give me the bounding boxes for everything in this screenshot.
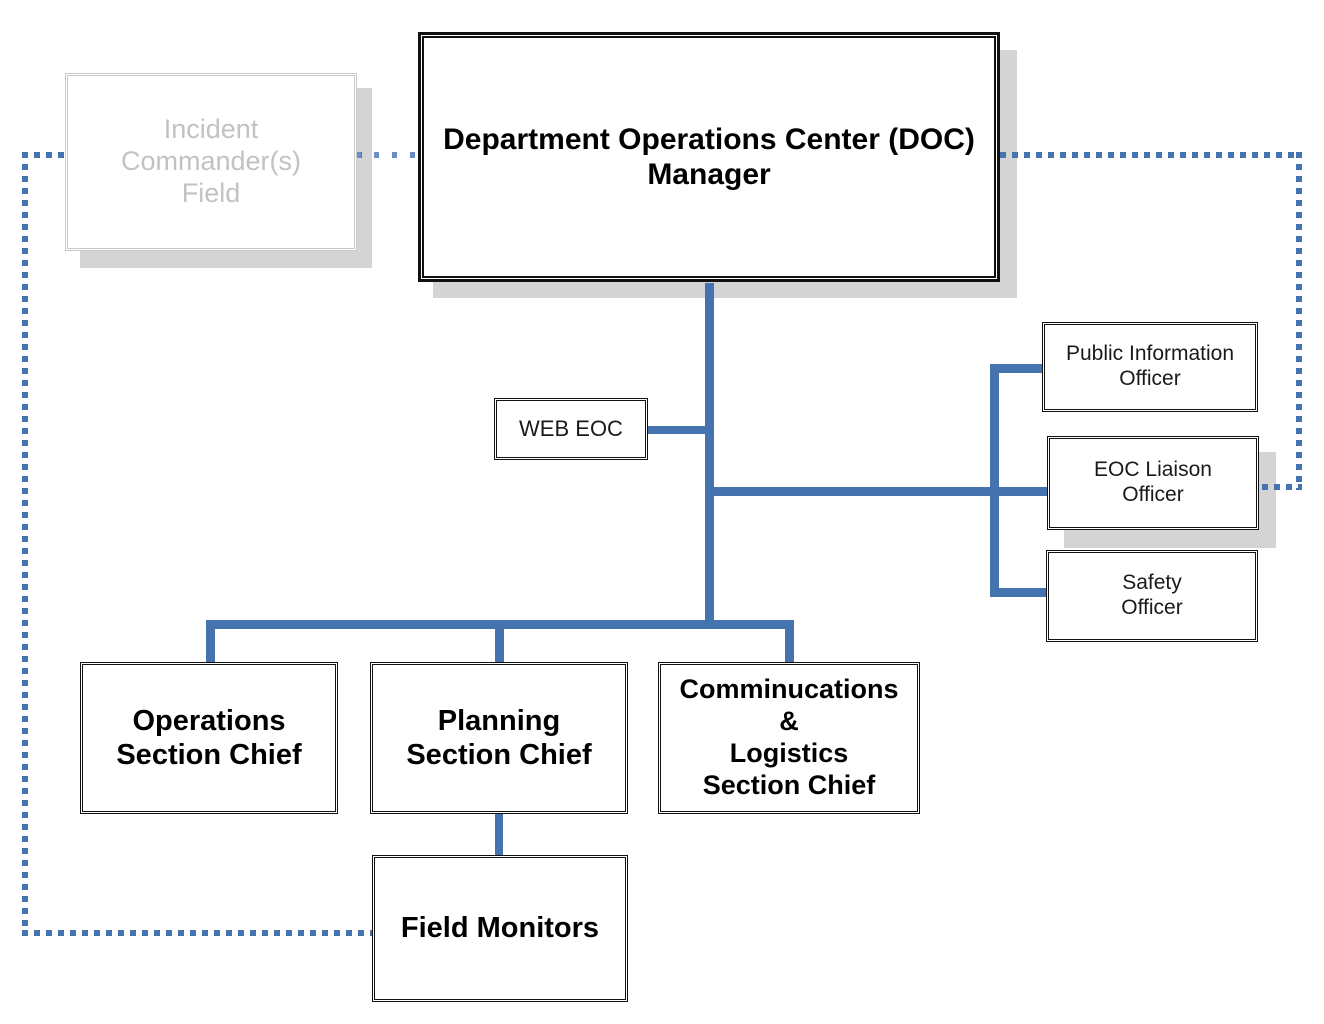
node-eoc-liaison-officer[interactable]: EOC Liaison Officer: [1047, 436, 1259, 530]
node-web-eoc[interactable]: WEB EOC: [494, 398, 648, 460]
connector-planning-drop: [495, 620, 504, 666]
connector-web-eoc: [646, 426, 712, 434]
node-communications-logistics-section-chief[interactable]: Comminucations & Logistics Section Chief: [658, 662, 920, 814]
node-communications-logistics-section-chief-label: Comminucations & Logistics Section Chief: [679, 674, 899, 800]
connector-operations-drop: [206, 620, 215, 666]
node-web-eoc-label: WEB EOC: [519, 416, 623, 442]
dotted-connector-doc-right-top: [1000, 152, 1302, 158]
node-planning-section-chief[interactable]: Planning Section Chief: [370, 662, 628, 814]
dotted-connector-left-vertical: [22, 152, 28, 936]
node-operations-section-chief[interactable]: Operations Section Chief: [80, 662, 338, 814]
node-safety-officer-label: Safety Officer: [1121, 571, 1183, 619]
dotted-connector-right-vertical: [1296, 152, 1302, 490]
node-incident-commander[interactable]: Incident Commander(s) Field: [65, 73, 357, 251]
connector-public-information-officer: [990, 364, 1048, 373]
connector-planning-to-field-monitors: [495, 810, 503, 858]
connector-safety-officer: [990, 588, 1052, 597]
connector-officers-bus: [990, 364, 999, 597]
connector-doc-spine: [705, 283, 714, 628]
dotted-connector-field-monitors: [22, 930, 374, 936]
node-eoc-liaison-officer-label: EOC Liaison Officer: [1094, 458, 1212, 506]
connector-officers-horizontal: [705, 487, 999, 496]
node-public-information-officer-label: Public Information Officer: [1065, 342, 1235, 390]
node-field-monitors-label: Field Monitors: [400, 912, 600, 945]
node-safety-officer[interactable]: Safety Officer: [1046, 550, 1258, 642]
dotted-connector-ic-to-doc: [356, 152, 422, 158]
node-field-monitors[interactable]: Field Monitors: [372, 855, 628, 1002]
connector-eoc-liaison-officer: [990, 487, 1052, 496]
node-incident-commander-label: Incident Commander(s) Field: [120, 114, 302, 208]
node-doc-manager[interactable]: Department Operations Center (DOC) Manag…: [418, 32, 1000, 282]
node-public-information-officer[interactable]: Public Information Officer: [1042, 322, 1258, 412]
node-planning-section-chief-label: Planning Section Chief: [406, 704, 592, 771]
node-operations-section-chief-label: Operations Section Chief: [116, 704, 302, 771]
node-doc-manager-label: Department Operations Center (DOC) Manag…: [443, 122, 975, 191]
connector-communications-drop: [785, 620, 794, 666]
